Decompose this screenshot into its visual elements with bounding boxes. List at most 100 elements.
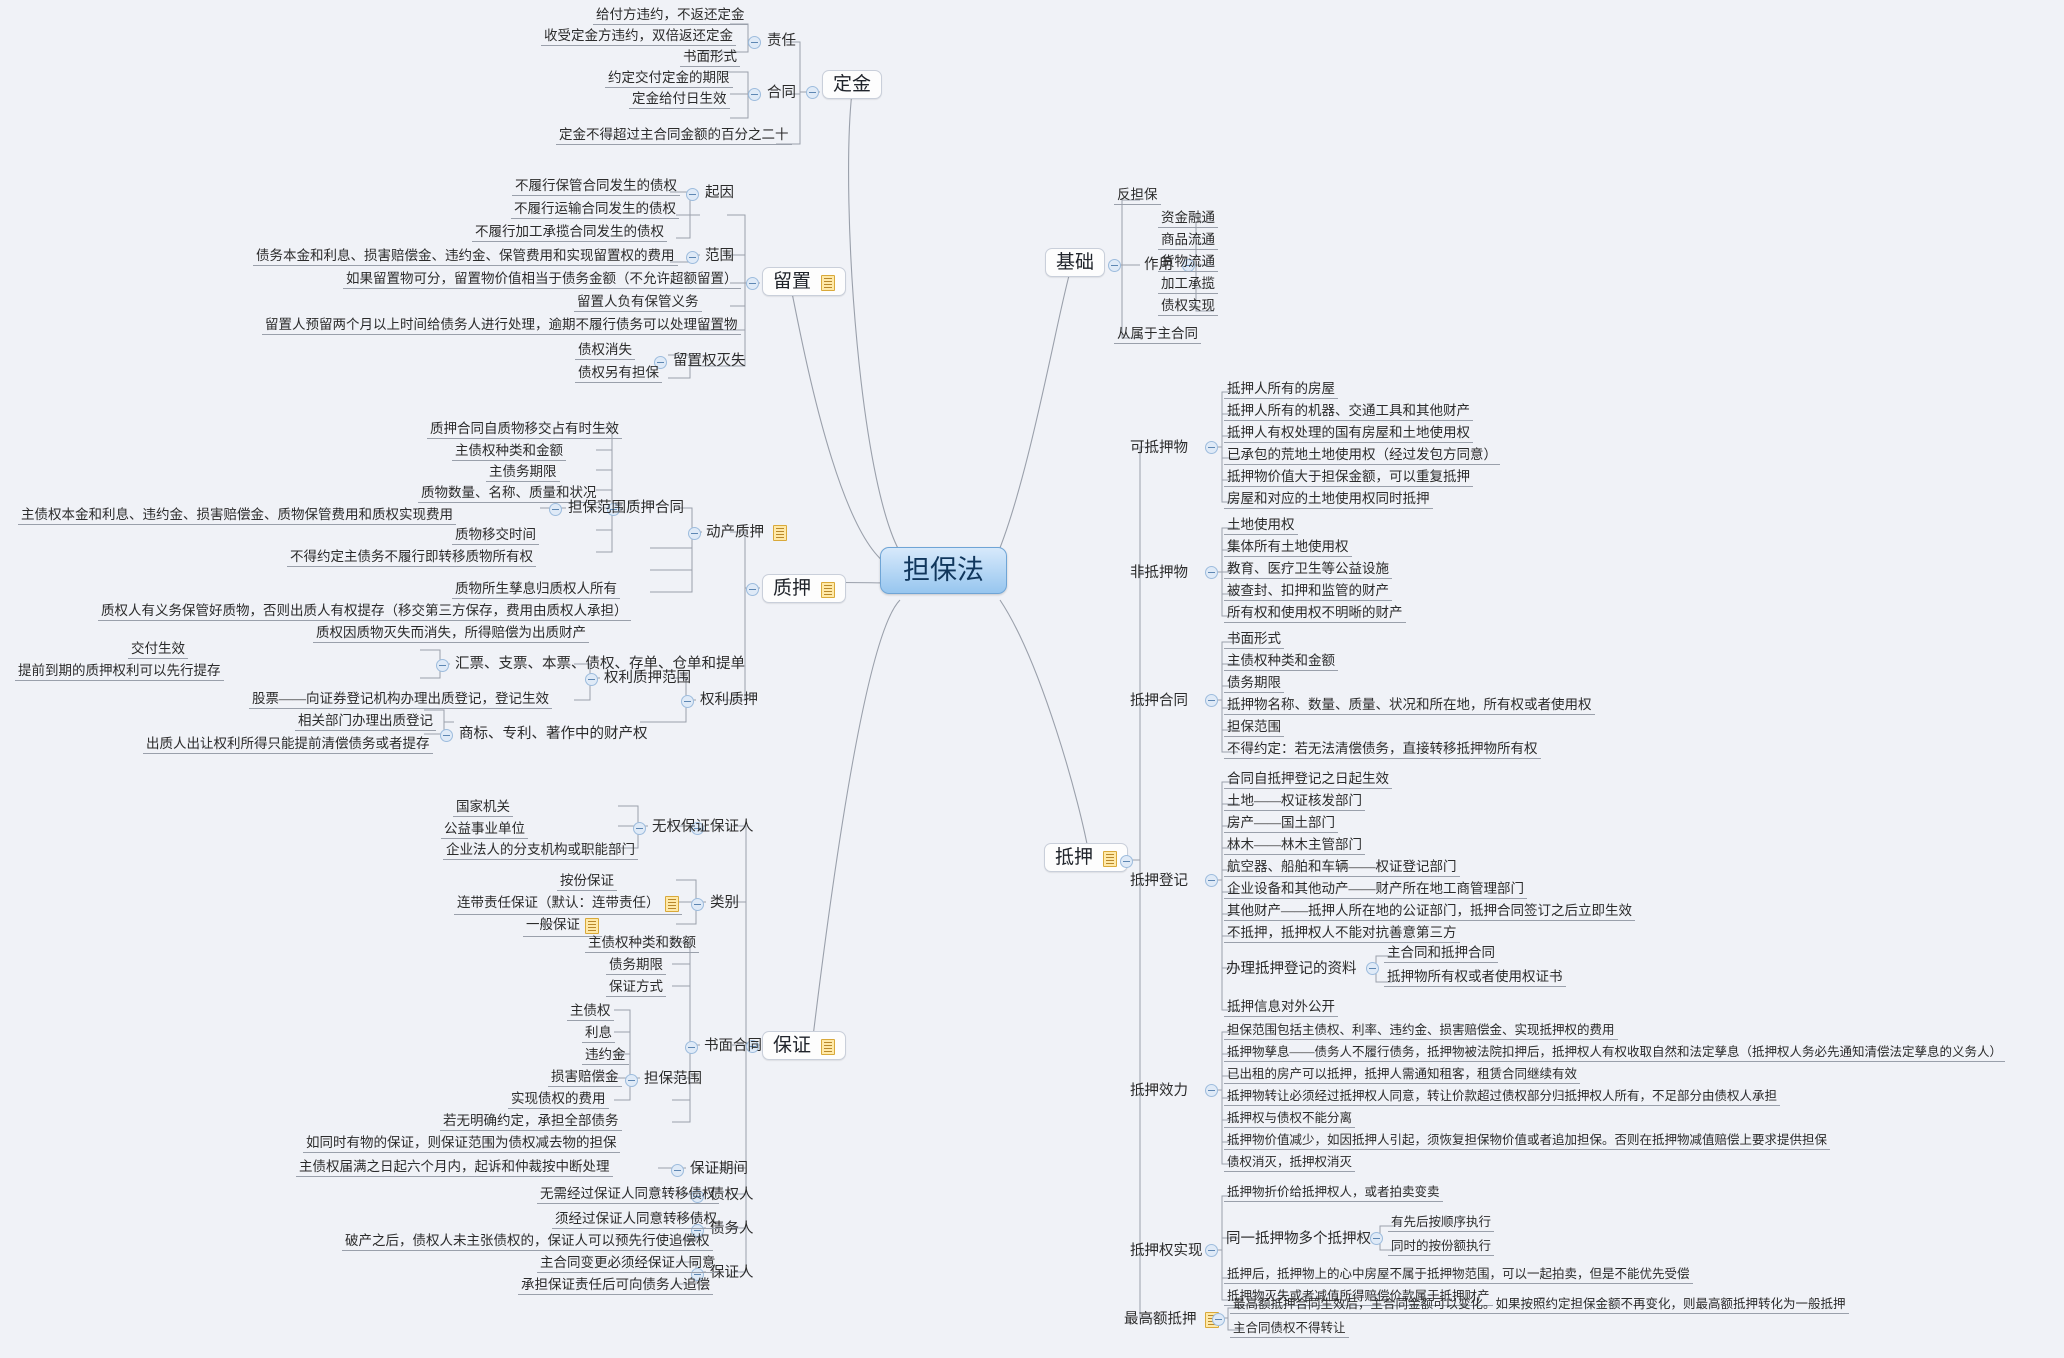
leaf-item[interactable]: 抵押物价值大于担保金额，可以重复抵押: [1224, 470, 1473, 487]
leaf-item[interactable]: 书面形式: [1224, 632, 1284, 649]
group-baozheng-danbao[interactable]: 担保范围: [642, 1072, 704, 1087]
group-diya-dengji[interactable]: 抵押登记: [1128, 874, 1190, 889]
toggle-zhiya[interactable]: [746, 583, 759, 596]
leaf-item[interactable]: 留置人预留两个月以上时间给债务人进行处理，逾期不履行债务可以处理留置物: [262, 318, 741, 335]
central-node[interactable]: 担保法: [880, 547, 1007, 594]
leaf-item[interactable]: 约定交付定金的期限: [605, 71, 733, 88]
leaf-item[interactable]: 主债权本金和利息、违约金、损害赔偿金、质物保管费用和质权实现费用: [18, 508, 456, 525]
toggle-shumian-hetong[interactable]: [685, 1041, 698, 1054]
leaf-item[interactable]: 不履行加工承揽合同发生的债权: [472, 225, 667, 242]
leaf-item[interactable]: 实现债权的费用: [508, 1092, 609, 1109]
leaf-item[interactable]: 若无明确约定，承担全部债务: [440, 1114, 622, 1131]
leaf-item[interactable]: 质权因质物灭失而消失，所得赔偿为出质财产: [313, 626, 589, 643]
leaf-item[interactable]: 相关部门办理出质登记: [295, 714, 436, 731]
leaf-item[interactable]: 抵押物折价给抵押权人，或者拍卖变卖: [1224, 1186, 1443, 1202]
toggle-diya-shixian[interactable]: [1205, 1244, 1218, 1257]
group-fei-diyawu[interactable]: 非抵押物: [1128, 566, 1190, 581]
group-ke-diyawu[interactable]: 可抵押物: [1128, 441, 1190, 456]
leaf-item[interactable]: 抵押物所有权或者使用权证书: [1384, 970, 1566, 987]
group-dingjin-hetong[interactable]: 合同: [765, 86, 798, 101]
leaf-item[interactable]: 房屋和对应的土地使用权同时抵押: [1224, 492, 1433, 509]
leaf-item[interactable]: 利息: [582, 1026, 615, 1043]
toggle-baozhengren-2[interactable]: [691, 1268, 704, 1281]
leaf-item[interactable]: 一般保证: [523, 918, 602, 937]
group-quanli-zhiya[interactable]: 权利质押: [698, 693, 760, 708]
leaf-item[interactable]: 抵押物名称、数量、质量、状况和所在地，所有权或者使用权: [1224, 698, 1595, 715]
toggle-diya-hetong[interactable]: [1205, 694, 1218, 707]
leaf-item[interactable]: 不得约定：若无法清偿债务，直接转移抵押物所有权: [1224, 742, 1541, 759]
toggle-quanli-zhiya[interactable]: [681, 695, 694, 708]
group-quanli-fanwei[interactable]: 权利质押范围: [602, 671, 693, 686]
leaf-item[interactable]: 反担保: [1114, 188, 1161, 205]
leaf-item[interactable]: 如同时有物的保证，则保证范围为债权减去物的担保: [303, 1136, 620, 1153]
leaf-item[interactable]: 债务期限: [606, 958, 666, 975]
leaf-item[interactable]: 债权实现: [1158, 299, 1218, 316]
toggle-wuquan-baozheng[interactable]: [633, 822, 646, 835]
group-wuquan-baozheng[interactable]: 无权保证: [650, 820, 712, 835]
toggle-zuigao-diya[interactable]: [1212, 1313, 1225, 1326]
toggle-baozheng-leibie[interactable]: [691, 898, 704, 911]
group-dengji-ziliao[interactable]: 办理抵押登记的资料: [1224, 962, 1359, 977]
leaf-item[interactable]: 企业设备和其他动产——财产所在地工商管理部门: [1224, 882, 1527, 899]
leaf-item[interactable]: 交付生效: [128, 642, 188, 659]
leaf-item[interactable]: 书面形式: [680, 50, 740, 67]
group-shumian-hetong[interactable]: 书面合同: [702, 1039, 764, 1054]
leaf-item[interactable]: 抵押人所有的机器、交通工具和其他财产: [1224, 404, 1473, 421]
leaf-item[interactable]: 出质人出让权利所得只能提前清偿债务或者提存: [143, 737, 433, 754]
leaf-item[interactable]: 抵押物孳息——债务人不履行债务，抵押物被法院扣押后，抵押权人有权收取自然和法定孳…: [1224, 1046, 2006, 1062]
leaf-item[interactable]: 质权人有义务保管好质物，否则出质人有权提存（移交第三方保存，费用由质权人承担）: [98, 604, 631, 621]
toggle-diya[interactable]: [1120, 855, 1133, 868]
leaf-item[interactable]: 资金融通: [1158, 211, 1218, 228]
group-zhaiwuren[interactable]: 债务人: [708, 1222, 756, 1237]
leaf-item[interactable]: 货物流通: [1158, 255, 1218, 272]
toggle-diya-xiaoli[interactable]: [1205, 1084, 1218, 1097]
leaf-item[interactable]: 商品流通: [1158, 233, 1218, 250]
branch-baozheng[interactable]: 保证: [762, 1031, 846, 1060]
leaf-item[interactable]: 主合同变更必须经保证人同意: [537, 1256, 719, 1273]
toggle-baozheng-qijian[interactable]: [671, 1164, 684, 1177]
leaf-item[interactable]: 违约金: [582, 1048, 629, 1065]
group-piaoju[interactable]: 汇票、支票、本票、债权、存单、仓单和提单: [453, 657, 747, 672]
leaf-item[interactable]: 林木——林木主管部门: [1224, 838, 1365, 855]
leaf-item[interactable]: 须经过保证人同意转移债权: [552, 1212, 720, 1229]
toggle-jichu-zuoyong[interactable]: [1182, 259, 1195, 272]
group-zhiya-danbao[interactable]: 担保范围: [566, 501, 628, 516]
leaf-item[interactable]: 定金给付日生效: [629, 92, 730, 109]
leaf-item[interactable]: 不履行运输合同发生的债权: [511, 202, 679, 219]
toggle-zhiya-danbao[interactable]: [549, 503, 562, 516]
leaf-item[interactable]: 主债权种类和数额: [585, 936, 699, 953]
leaf-item[interactable]: 给付方违约，不返还定金: [593, 8, 748, 25]
leaf-item[interactable]: 担保范围包括主债权、利率、违约金、损害赔偿金、实现抵押权的费用: [1224, 1024, 1618, 1040]
branch-diya[interactable]: 抵押: [1044, 843, 1128, 872]
toggle-dingjin-hetong[interactable]: [748, 88, 761, 101]
group-liuzhi-fanwei[interactable]: 范围: [703, 249, 736, 264]
group-liuzhi-qiyin[interactable]: 起因: [703, 186, 736, 201]
toggle-fei-diyawu[interactable]: [1205, 566, 1218, 579]
group-diya-shixian[interactable]: 抵押权实现: [1128, 1244, 1205, 1259]
group-dongchan-zhiya[interactable]: 动产质押: [704, 525, 789, 541]
leaf-item[interactable]: 已承包的荒地土地使用权（经过发包方同意）: [1224, 448, 1500, 465]
group-baozheng-leibie[interactable]: 类别: [708, 896, 741, 911]
leaf-item[interactable]: 航空器、船舶和车辆——权证登记部门: [1224, 860, 1460, 877]
leaf-item[interactable]: 主债权届满之日起六个月内，起诉和仲裁按中断处理: [296, 1160, 613, 1177]
leaf-item[interactable]: 主债权种类和金额: [452, 444, 566, 461]
leaf-item[interactable]: 保证方式: [606, 980, 666, 997]
toggle-liuzhi[interactable]: [746, 277, 759, 290]
leaf-item[interactable]: 债权消失: [575, 343, 635, 360]
leaf-item[interactable]: 如果留置物可分，留置物价值相当于债务金额（不允许超额留置）: [343, 272, 741, 289]
toggle-zhaiquanren[interactable]: [691, 1190, 704, 1203]
leaf-item[interactable]: 债务本金和利息、损害赔偿金、违约金、保管费用和实现留置权的费用: [253, 249, 678, 266]
toggle-dengji-ziliao[interactable]: [1366, 962, 1379, 975]
leaf-item[interactable]: 最高额抵押合同生效后，主合同金额可以变化。如果按照约定担保金额不再变化，则最高额…: [1230, 1298, 1849, 1314]
leaf-item[interactable]: 质物所生孳息归质权人所有: [452, 582, 620, 599]
toggle-dongchan-zhiya[interactable]: [688, 527, 701, 540]
leaf-item[interactable]: 已出租的房产可以抵押，抵押人需通知租客，租赁合同继续有效: [1224, 1068, 1581, 1084]
group-zuigao-diya[interactable]: 最高额抵押: [1122, 1312, 1221, 1328]
toggle-zhaiwuren[interactable]: [691, 1224, 704, 1237]
toggle-quanli-fanwei[interactable]: [585, 673, 598, 686]
toggle-dingjin-zeren[interactable]: [748, 36, 761, 49]
group-baozhengren-2[interactable]: 保证人: [708, 1266, 756, 1281]
leaf-item[interactable]: 从属于主合同: [1114, 327, 1201, 344]
group-shangbiao[interactable]: 商标、专利、著作中的财产权: [457, 727, 650, 742]
leaf-item[interactable]: 承担保证责任后可向债务人追偿: [518, 1278, 713, 1295]
